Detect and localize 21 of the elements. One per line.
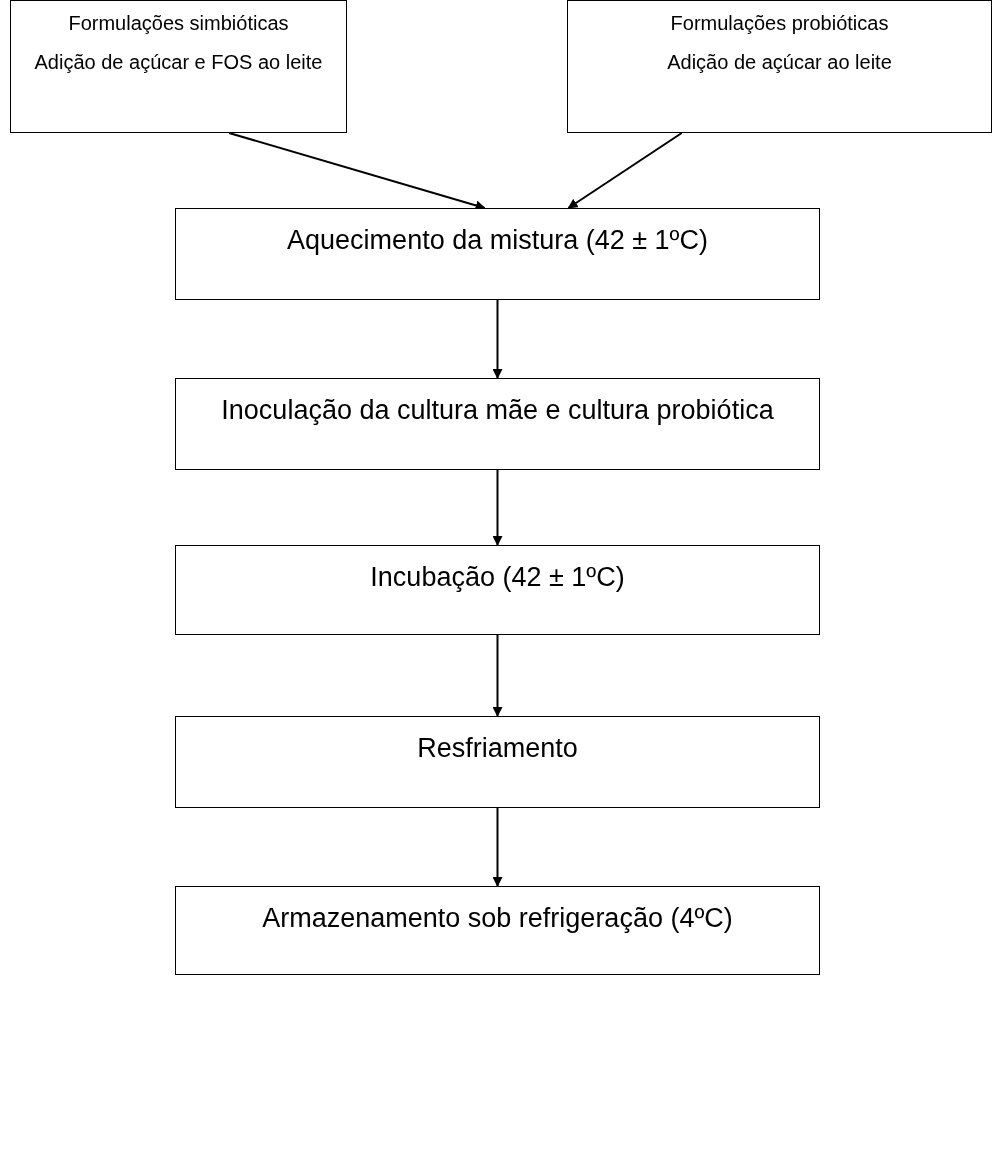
box-text: Adição de açúcar ao leite xyxy=(667,50,892,75)
box-text: Adição de açúcar e FOS ao leite xyxy=(34,50,323,75)
process-box xyxy=(175,378,820,470)
arrow xyxy=(567,132,683,209)
process-box xyxy=(567,0,992,133)
box-text: Incubação (42 ± 1ºC) xyxy=(370,561,625,594)
box-text: Formulações probióticas xyxy=(670,11,889,36)
process-box xyxy=(175,208,820,300)
process-box xyxy=(10,0,347,133)
process-box xyxy=(175,886,820,975)
arrow xyxy=(492,807,503,887)
box-text: Armazenamento sob refrigeração (4ºC) xyxy=(262,902,733,935)
box-text: Resfriamento xyxy=(417,732,578,765)
box-text: Inoculação da cultura mãe e cultura probiótica xyxy=(221,394,774,427)
arrow xyxy=(492,634,503,717)
process-box xyxy=(175,716,820,808)
arrow xyxy=(492,469,503,546)
arrow xyxy=(492,299,503,379)
box-text: Aquecimento da mistura (42 ± 1ºC) xyxy=(287,224,708,257)
box-text: Formulações simbióticas xyxy=(68,11,289,36)
process-box xyxy=(175,545,820,635)
